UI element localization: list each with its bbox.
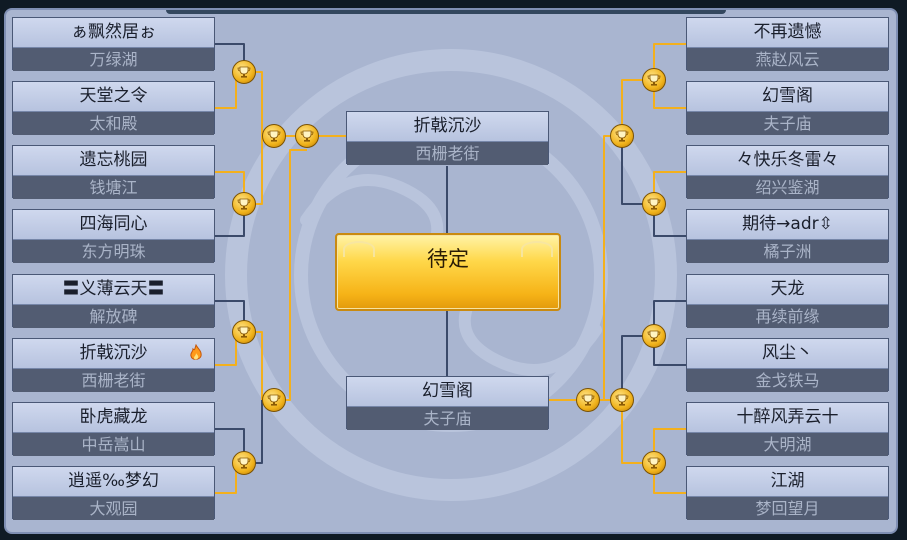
team-server: 夫子庙 (347, 407, 548, 430)
flame-icon (190, 344, 202, 360)
team-server: 再续前缘 (687, 305, 888, 328)
team-server: 太和殿 (13, 112, 214, 135)
finalist-lower[interactable]: 幻雪阁 夫子庙 (346, 376, 549, 430)
right-team-6[interactable]: 风尘丶 金戈铁马 (686, 338, 889, 392)
trophy-icon (232, 192, 256, 216)
team-name: 十醉风弄云十 (687, 403, 888, 433)
team-server: 夫子庙 (687, 112, 888, 135)
trophy-icon (262, 388, 286, 412)
trophy-icon (642, 324, 666, 348)
team-server: 万绿湖 (13, 48, 214, 71)
trophy-icon (232, 451, 256, 475)
team-server: 东方明珠 (13, 240, 214, 263)
team-name: 江湖 (687, 467, 888, 497)
team-name: ぁ飘然居ぉ (13, 18, 214, 48)
top-decoration (166, 10, 726, 14)
trophy-icon (232, 320, 256, 344)
team-server: 梦回望月 (687, 497, 888, 520)
team-name: 幻雪阁 (347, 377, 548, 407)
team-name: 天堂之令 (13, 82, 214, 112)
right-team-8[interactable]: 江湖 梦回望月 (686, 466, 889, 520)
team-server: 中岳嵩山 (13, 433, 214, 456)
team-server: 金戈铁马 (687, 369, 888, 392)
team-name: 期待→adr⇳ (687, 210, 888, 240)
team-server: 大明湖 (687, 433, 888, 456)
team-server: 西栅老街 (347, 142, 548, 165)
team-name: 遗忘桃园 (13, 146, 214, 176)
trophy-icon (642, 192, 666, 216)
team-name: 折戟沉沙 (347, 112, 548, 142)
team-server: 绍兴鉴湖 (687, 176, 888, 199)
left-team-2[interactable]: 天堂之令 太和殿 (12, 81, 215, 135)
team-name: 逍遥‰梦幻 (13, 467, 214, 497)
team-name: 卧虎藏龙 (13, 403, 214, 433)
team-server: 燕赵风云 (687, 48, 888, 71)
trophy-icon (642, 68, 666, 92)
champion-label: 待定 (427, 247, 469, 271)
cloud-ornament (521, 241, 553, 257)
team-name: 四海同心 (13, 210, 214, 240)
team-server: 橘子洲 (687, 240, 888, 263)
cloud-ornament (343, 241, 375, 257)
trophy-icon (262, 124, 286, 148)
team-server: 大观园 (13, 497, 214, 520)
right-team-7[interactable]: 十醉风弄云十 大明湖 (686, 402, 889, 456)
left-team-7[interactable]: 卧虎藏龙 中岳嵩山 (12, 402, 215, 456)
team-name: 幻雪阁 (687, 82, 888, 112)
left-team-5[interactable]: 〓义薄云天〓 解放碑 (12, 274, 215, 328)
right-team-1[interactable]: 不再遗憾 燕赵风云 (686, 17, 889, 71)
team-name: 折戟沉沙 (13, 339, 214, 369)
team-name: 不再遗憾 (687, 18, 888, 48)
right-team-4[interactable]: 期待→adr⇳ 橘子洲 (686, 209, 889, 263)
left-team-4[interactable]: 四海同心 东方明珠 (12, 209, 215, 263)
trophy-icon (610, 388, 634, 412)
trophy-icon (642, 451, 666, 475)
team-server: 钱塘江 (13, 176, 214, 199)
trophy-icon (610, 124, 634, 148)
trophy-icon (295, 124, 319, 148)
trophy-icon (576, 388, 600, 412)
champion-box[interactable]: 待定 (335, 233, 561, 311)
left-team-8[interactable]: 逍遥‰梦幻 大观园 (12, 466, 215, 520)
left-team-6[interactable]: 折戟沉沙 西栅老街 (12, 338, 215, 392)
finalist-upper[interactable]: 折戟沉沙 西栅老街 (346, 111, 549, 165)
team-server: 西栅老街 (13, 369, 214, 392)
right-team-2[interactable]: 幻雪阁 夫子庙 (686, 81, 889, 135)
left-team-3[interactable]: 遗忘桃园 钱塘江 (12, 145, 215, 199)
team-name: 〓义薄云天〓 (13, 275, 214, 305)
team-name: 天龙 (687, 275, 888, 305)
team-name: 风尘丶 (687, 339, 888, 369)
left-team-1[interactable]: ぁ飘然居ぉ 万绿湖 (12, 17, 215, 71)
right-team-3[interactable]: 々快乐冬雷々 绍兴鉴湖 (686, 145, 889, 199)
right-team-5[interactable]: 天龙 再续前缘 (686, 274, 889, 328)
trophy-icon (232, 60, 256, 84)
team-name: 々快乐冬雷々 (687, 146, 888, 176)
team-server: 解放碑 (13, 305, 214, 328)
